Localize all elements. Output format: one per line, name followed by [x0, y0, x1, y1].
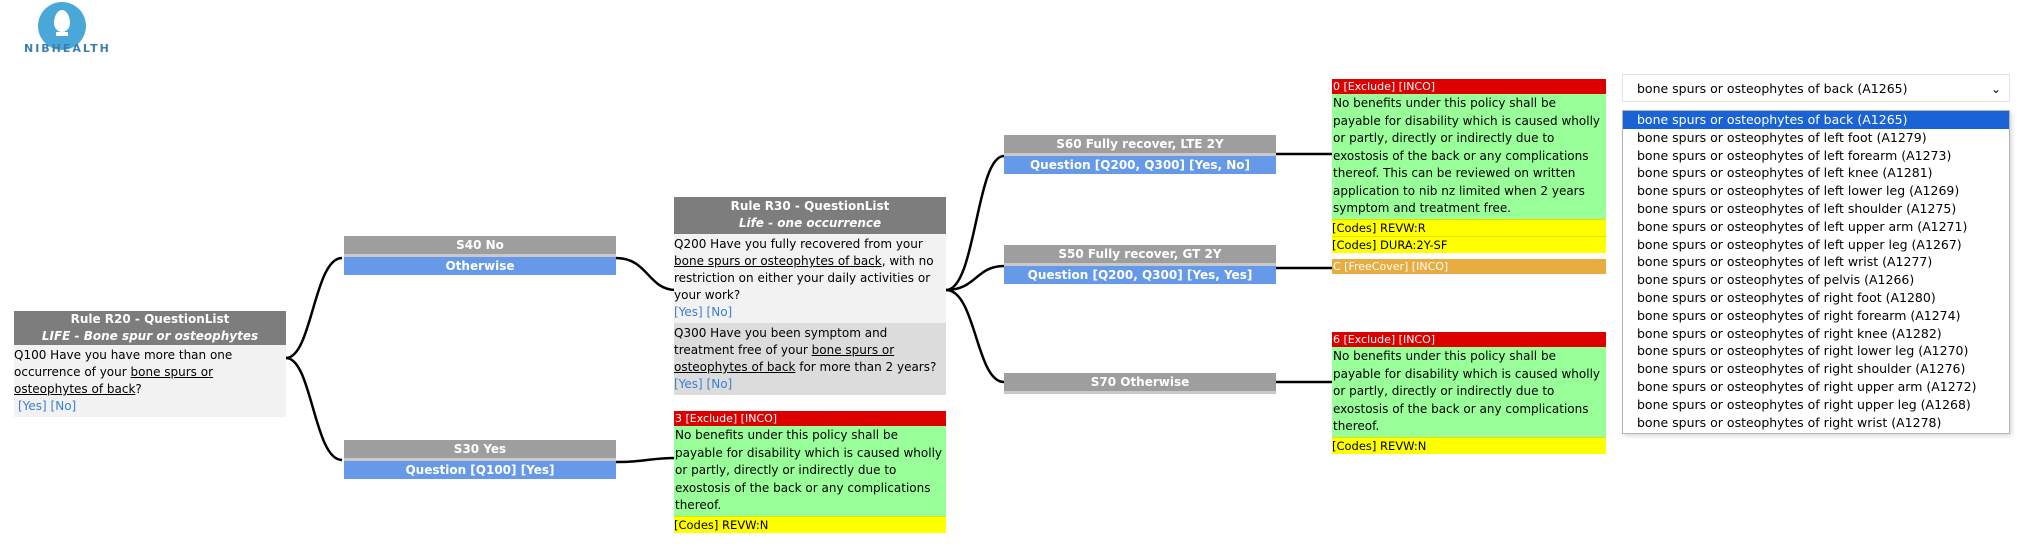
condition-option[interactable]: bone spurs or osteophytes of left wrist … [1637, 254, 1933, 270]
s30-condition: Question [Q100] [Yes] [344, 461, 616, 479]
step-s70-node[interactable]: S70 Otherwise [1004, 373, 1276, 394]
link-r20-s40 [285, 256, 343, 360]
condition-option[interactable]: bone spurs or osteophytes of left foot (… [1637, 129, 1927, 145]
condition-select-value: bone spurs or osteophytes of back (A1265… [1637, 81, 1908, 96]
outcome-s60-code-2: [Codes] DURA:2Y-SF [1332, 235, 1606, 253]
outcome-s50-header: C [FreeCover] [INCO] [1332, 259, 1606, 274]
condition-option[interactable]: bone spurs or osteophytes of right upper… [1637, 396, 1971, 412]
s60-title: S60 Fully recover, LTE 2Y [1004, 135, 1276, 156]
q300-suffix: for more than 2 years? [795, 360, 937, 374]
rule-r20-title: Rule R20 - QuestionList [70, 312, 230, 326]
s60-condition: Question [Q200, Q300] [Yes, No] [1004, 156, 1276, 174]
rule-r30-title: Rule R30 - QuestionList [730, 199, 890, 213]
brand-name: NIBHEALTH [24, 42, 111, 55]
outcome-s60-text: No benefits under this policy shall be p… [1332, 94, 1606, 219]
outcome-s70-code-1: [Codes] REVW:N [1332, 436, 1606, 454]
step-s60-node[interactable]: S60 Fully recover, LTE 2Y Question [Q200… [1004, 135, 1276, 174]
q300-condition-link[interactable]: bone spurs or osteophytes of back [674, 343, 895, 374]
s50-title: S50 Fully recover, GT 2Y [1004, 245, 1276, 266]
outcome-s30-code-1: [Codes] REVW:N [674, 515, 946, 533]
link-s40-r30 [615, 256, 677, 292]
brand-logo: NIBHEALTH [24, 2, 124, 58]
outcome-s70-node[interactable]: 6 [Exclude] [INCO] No benefits under thi… [1332, 332, 1606, 454]
logo-leaf-icon [54, 10, 70, 32]
s70-title: S70 Otherwise [1004, 373, 1276, 394]
outcome-s30-text: No benefits under this policy shall be p… [674, 426, 946, 516]
condition-option[interactable]: bone spurs or osteophytes of left lower … [1637, 183, 1960, 199]
q300-answer-options[interactable]: [Yes] [No] [674, 377, 733, 391]
link-r30-s70 [945, 288, 1005, 384]
q100-condition-link[interactable]: bone spurs or osteophytes of back [14, 365, 214, 396]
rule-r30-node[interactable]: Rule R30 - QuestionList Life - one occur… [674, 197, 946, 395]
rule-r20-node[interactable]: Rule R20 - QuestionList LIFE - Bone spur… [14, 311, 286, 417]
outcome-s60-header: 0 [Exclude] [INCO] [1332, 79, 1606, 94]
condition-option[interactable]: bone spurs or osteophytes of back (A1265… [1623, 111, 2009, 129]
condition-option[interactable]: bone spurs or osteophytes of left upper … [1637, 236, 1962, 252]
condition-option[interactable]: bone spurs or osteophytes of left upper … [1637, 218, 1968, 234]
q300-text: Q300 Have you been symptom and treatment… [674, 326, 888, 357]
logo-cross-icon [56, 32, 68, 36]
s40-title: S40 No [344, 236, 616, 257]
condition-option[interactable]: bone spurs or osteophytes of left forear… [1637, 147, 1952, 163]
condition-option[interactable]: bone spurs or osteophytes of left knee (… [1637, 165, 1933, 181]
condition-options-list[interactable]: bone spurs or osteophytes of back (A1265… [1622, 110, 2010, 434]
link-r30-s50 [945, 264, 1005, 292]
chevron-down-icon[interactable]: ⌄ [1990, 82, 2001, 96]
question-q300: Q300 Have you been symptom and treatment… [674, 323, 946, 395]
q200-answer-options[interactable]: [Yes] [No] [674, 305, 733, 319]
condition-option[interactable]: bone spurs or osteophytes of right knee … [1637, 325, 1942, 341]
link-r30-s60 [945, 154, 1005, 292]
s50-condition: Question [Q200, Q300] [Yes, Yes] [1004, 266, 1276, 284]
condition-option[interactable]: bone spurs or osteophytes of right shoul… [1637, 361, 1966, 377]
s40-condition: Otherwise [344, 257, 616, 275]
condition-option[interactable]: bone spurs or osteophytes of right lower… [1637, 343, 1969, 359]
step-s50-node[interactable]: S50 Fully recover, GT 2Y Question [Q200,… [1004, 245, 1276, 284]
q100-answer-options[interactable]: [Yes] [No] [18, 399, 77, 413]
link-r20-s30 [285, 356, 343, 462]
question-q200: Q200 Have you fully recovered from your … [674, 234, 946, 323]
rule-r30-subtitle: Life - one occurrence [738, 216, 882, 230]
q200-text: Q200 Have you fully recovered from your [674, 237, 923, 251]
rule-r30-header: Rule R30 - QuestionList Life - one occur… [674, 197, 946, 234]
link-s30-outcome [615, 456, 677, 464]
outcome-s50-node[interactable]: C [FreeCover] [INCO] [1332, 259, 1606, 274]
condition-option[interactable]: bone spurs or osteophytes of right foot … [1637, 289, 1936, 305]
q200-condition-link[interactable]: bone spurs or osteophytes of back [674, 254, 882, 268]
step-s30-node[interactable]: S30 Yes Question [Q100] [Yes] [344, 440, 616, 479]
rule-r20-subtitle: LIFE - Bone spur or osteophytes [41, 329, 259, 343]
outcome-s70-text: No benefits under this policy shall be p… [1332, 347, 1606, 437]
condition-option[interactable]: bone spurs or osteophytes of right wrist… [1637, 414, 1942, 430]
question-q100: Q100 Have you have more than one occurre… [14, 345, 286, 417]
outcome-s70-header: 6 [Exclude] [INCO] [1332, 332, 1606, 347]
rule-r20-header: Rule R20 - QuestionList LIFE - Bone spur… [14, 311, 286, 345]
outcome-s30-node[interactable]: 3 [Exclude] [INCO] No benefits under thi… [674, 411, 946, 533]
condition-option[interactable]: bone spurs or osteophytes of left should… [1637, 200, 1957, 216]
condition-option[interactable]: bone spurs or osteophytes of right upper… [1637, 378, 1977, 394]
condition-option[interactable]: bone spurs or osteophytes of right forea… [1637, 307, 1961, 323]
s30-title: S30 Yes [344, 440, 616, 461]
outcome-s60-node[interactable]: 0 [Exclude] [INCO] No benefits under thi… [1332, 79, 1606, 253]
outcome-s30-header: 3 [Exclude] [INCO] [674, 411, 946, 426]
outcome-s60-code-1: [Codes] REVW:R [1332, 218, 1606, 236]
q100-text: Q100 Have you have more than one occurre… [14, 348, 233, 379]
q200-suffix: , with no restriction on either your dai… [674, 254, 934, 302]
step-s40-node[interactable]: S40 No Otherwise [344, 236, 616, 275]
condition-select[interactable]: bone spurs or osteophytes of back (A1265… [1622, 74, 2010, 102]
q100-suffix: ? [135, 382, 142, 396]
condition-option[interactable]: bone spurs or osteophytes of pelvis (A12… [1637, 272, 1915, 288]
